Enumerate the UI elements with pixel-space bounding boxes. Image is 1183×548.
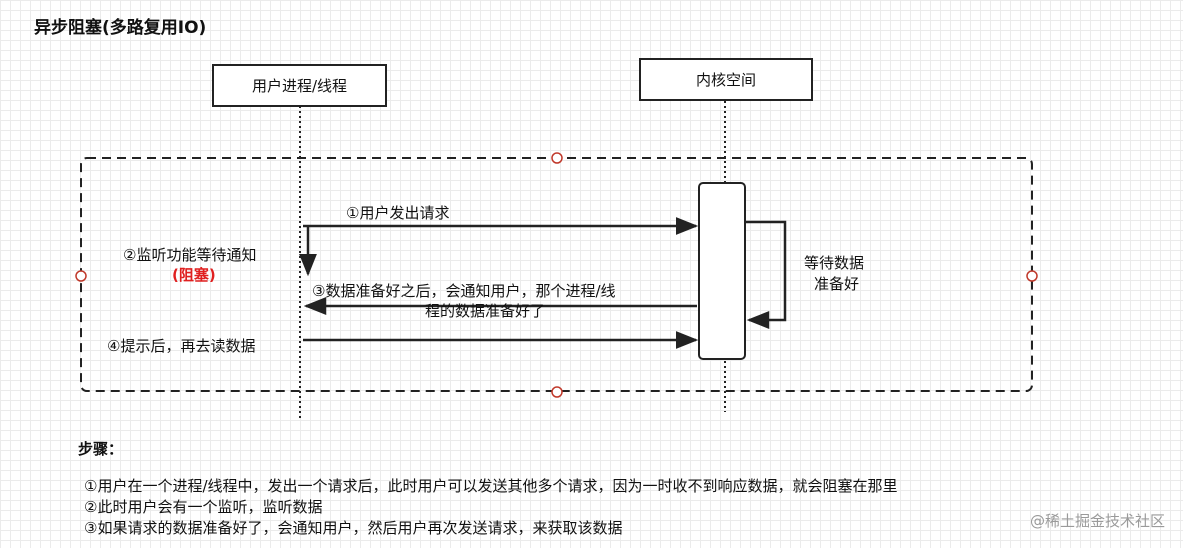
frame-handle-left: [75, 270, 87, 282]
request-label: ①用户发出请求: [346, 204, 450, 222]
steps-heading: 步骤：: [78, 440, 124, 458]
dashed-frame: [80, 157, 1033, 392]
read-label: ④提示后，再去读数据: [107, 337, 256, 355]
wait-label: ②监听功能等待通知: [123, 246, 257, 264]
step-item: ③如果请求的数据准备好了，会通知用户，然后用户再次发送请求，来获取该数据: [84, 519, 623, 537]
notify-label-line2: 程的数据准备好了: [425, 302, 546, 320]
kernel-space-box: 内核空间: [639, 58, 813, 101]
self-loop-label-line2: 准备好: [814, 275, 860, 293]
frame-handle-top: [551, 152, 563, 164]
diagram-title: 异步阻塞(多路复用IO): [34, 18, 207, 38]
step-item: ②此时用户会有一个监听，监听数据: [84, 498, 323, 516]
watermark: @稀土掘金技术社区: [1029, 512, 1165, 530]
self-loop-label-line1: 等待数据: [804, 254, 865, 272]
frame-handle-right: [1026, 270, 1038, 282]
blocked-label: (阻塞): [172, 266, 216, 284]
self-loop-arrow: [745, 220, 787, 329]
user-process-box: 用户进程/线程: [212, 64, 387, 107]
user-process-label: 用户进程/线程: [251, 77, 348, 95]
kernel-activation: [698, 182, 746, 360]
frame-handle-bottom: [551, 386, 563, 398]
notify-label-line1: ③数据准备好之后，会通知用户，那个进程/线: [312, 282, 616, 300]
step-item: ①用户在一个进程/线程中，发出一个请求后，此时用户可以发送其他多个请求，因为一时…: [84, 477, 898, 495]
kernel-space-label: 内核空间: [695, 71, 756, 89]
